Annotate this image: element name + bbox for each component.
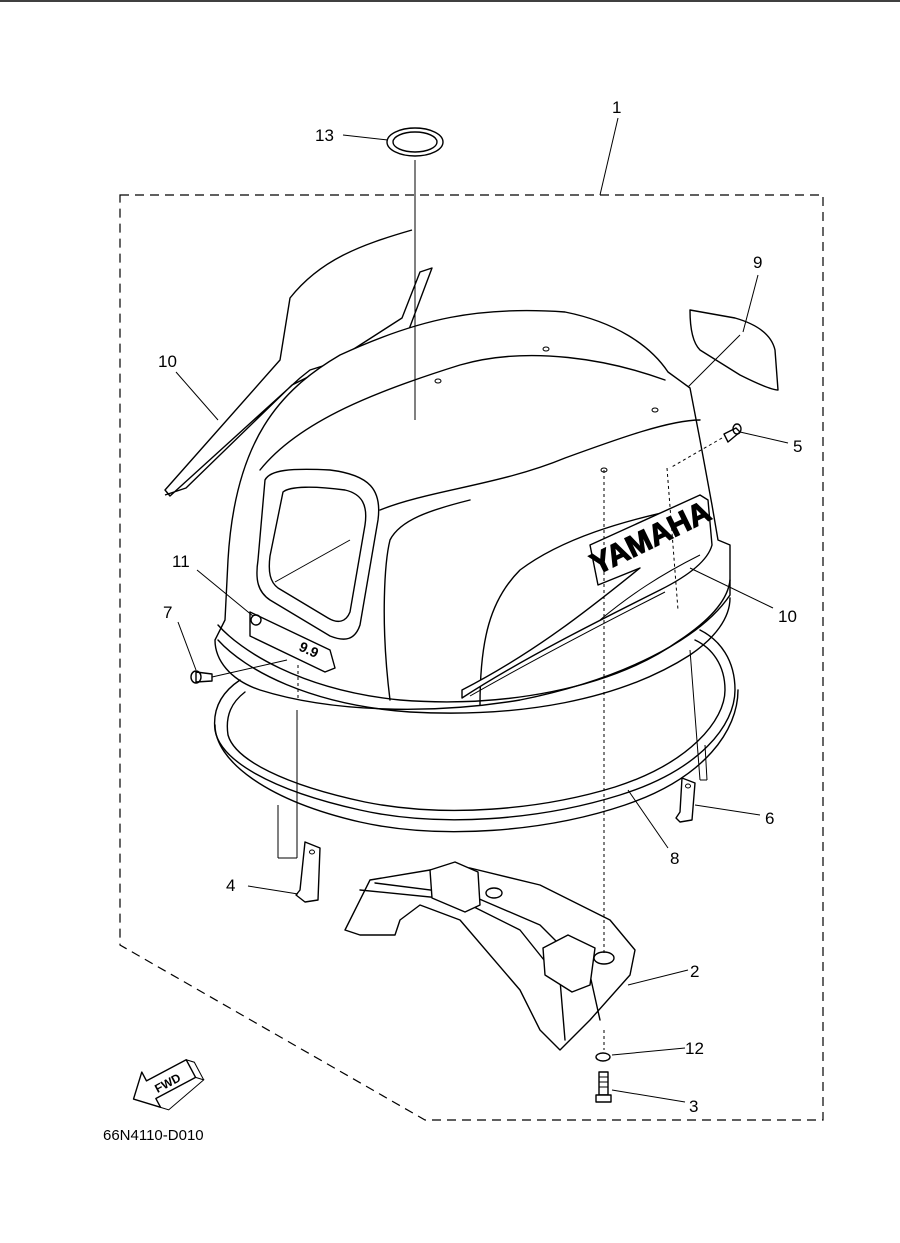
leader-lines — [175, 117, 789, 1103]
callout-10-right: 10 — [778, 607, 797, 626]
callout-13: 13 — [315, 126, 334, 145]
part-6-bracket — [675, 777, 696, 823]
part-5-screw — [723, 423, 742, 443]
callout-5: 5 — [793, 437, 802, 456]
part-13-grommet — [386, 127, 444, 157]
callout-3: 3 — [689, 1097, 698, 1116]
part-11-emblem: 9.9 — [249, 611, 336, 673]
part-9-decal — [689, 309, 779, 391]
callout-11: 11 — [172, 552, 190, 571]
callout-9: 9 — [753, 253, 762, 272]
callout-7: 7 — [163, 603, 172, 622]
part-2-bracket — [344, 861, 636, 1051]
part-4-bracket — [295, 841, 321, 903]
callout-4: 4 — [226, 876, 235, 895]
part-7-pin — [190, 670, 213, 684]
assembly-boundary — [119, 194, 824, 1121]
part-10-left-decal — [164, 229, 433, 497]
alignment-lines — [297, 437, 723, 1050]
callout-6: 6 — [765, 809, 774, 828]
callout-10-left: 10 — [158, 352, 177, 371]
emblem-text: 9.9 — [297, 638, 322, 661]
callout-12: 12 — [685, 1039, 704, 1058]
callout-2: 2 — [690, 962, 699, 981]
callout-1: 1 — [612, 98, 621, 117]
part-3-bolt — [595, 1071, 612, 1103]
diagram-code: 66N4110-D010 — [103, 1127, 204, 1144]
fwd-arrow-icon: FWD — [132, 1059, 205, 1111]
part-12-washer — [595, 1052, 611, 1062]
callout-labels: 1 2 3 4 5 6 7 8 9 10 10 11 12 13 — [158, 98, 802, 1116]
callout-8: 8 — [670, 849, 679, 868]
